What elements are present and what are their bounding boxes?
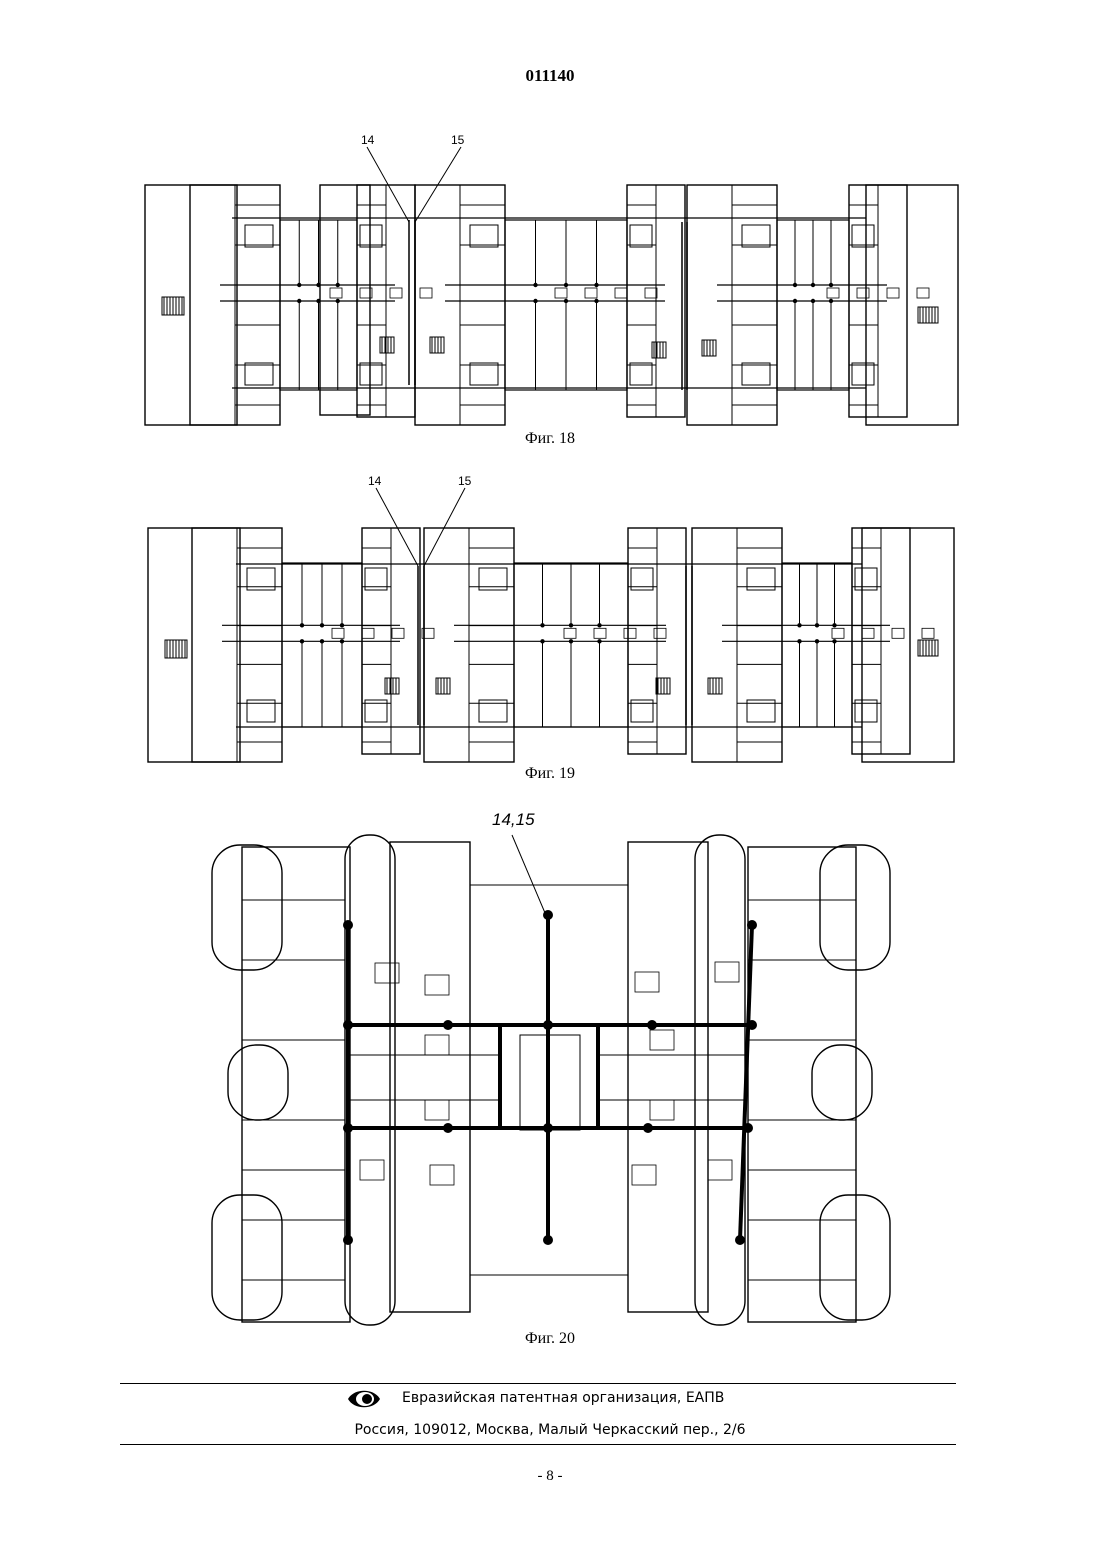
footer-top-rule bbox=[120, 1383, 956, 1384]
structural-node bbox=[543, 1020, 553, 1030]
footer-address: Россия, 109012, Москва, Малый Черкасский… bbox=[0, 1422, 1100, 1438]
page-number: - 8 - bbox=[0, 1468, 1100, 1485]
right-block bbox=[748, 847, 856, 1322]
leader-line-14-15 bbox=[512, 835, 548, 920]
tower bbox=[345, 835, 395, 1325]
eapo-logo-icon bbox=[346, 1386, 382, 1412]
structural-node bbox=[743, 1123, 753, 1133]
structural-node bbox=[747, 920, 757, 930]
structural-node bbox=[443, 1020, 453, 1030]
left-block bbox=[242, 847, 350, 1322]
structural-node bbox=[647, 1020, 657, 1030]
corner-pod bbox=[212, 1195, 282, 1320]
structural-node bbox=[643, 1123, 653, 1133]
structural-node bbox=[343, 1123, 353, 1133]
sanitary-box bbox=[715, 962, 739, 982]
structural-node bbox=[343, 920, 353, 930]
sanitary-box bbox=[425, 1100, 449, 1120]
structural-node bbox=[543, 1123, 553, 1133]
sanitary-box bbox=[430, 1165, 454, 1185]
structural-node bbox=[735, 1235, 745, 1245]
structural-node bbox=[747, 1020, 757, 1030]
sanitary-box bbox=[650, 1030, 674, 1050]
structural-node bbox=[543, 1235, 553, 1245]
tower bbox=[695, 835, 745, 1325]
corner-pod bbox=[212, 845, 282, 970]
side-pod bbox=[812, 1045, 872, 1120]
structural-node bbox=[443, 1123, 453, 1133]
footer-organization: Евразийская патентная организация, ЕАПВ bbox=[402, 1390, 724, 1406]
sanitary-box bbox=[708, 1160, 732, 1180]
structural-node bbox=[343, 1235, 353, 1245]
footer-bottom-rule bbox=[120, 1444, 956, 1445]
side-pod bbox=[228, 1045, 288, 1120]
corner-pod bbox=[820, 1195, 890, 1320]
sanitary-box bbox=[425, 975, 449, 995]
structural-node bbox=[343, 1020, 353, 1030]
sanitary-box bbox=[635, 972, 659, 992]
sanitary-box bbox=[360, 1160, 384, 1180]
right-inner-block bbox=[628, 842, 708, 1312]
structural-beam bbox=[740, 925, 752, 1240]
sanitary-box bbox=[425, 1035, 449, 1055]
sanitary-box bbox=[650, 1100, 674, 1120]
figure-20-caption: Фиг. 20 bbox=[450, 1330, 650, 1348]
corner-pod bbox=[820, 845, 890, 970]
sanitary-box bbox=[632, 1165, 656, 1185]
figure-20-floor-plan bbox=[0, 0, 1100, 1330]
left-inner-block bbox=[390, 842, 470, 1312]
